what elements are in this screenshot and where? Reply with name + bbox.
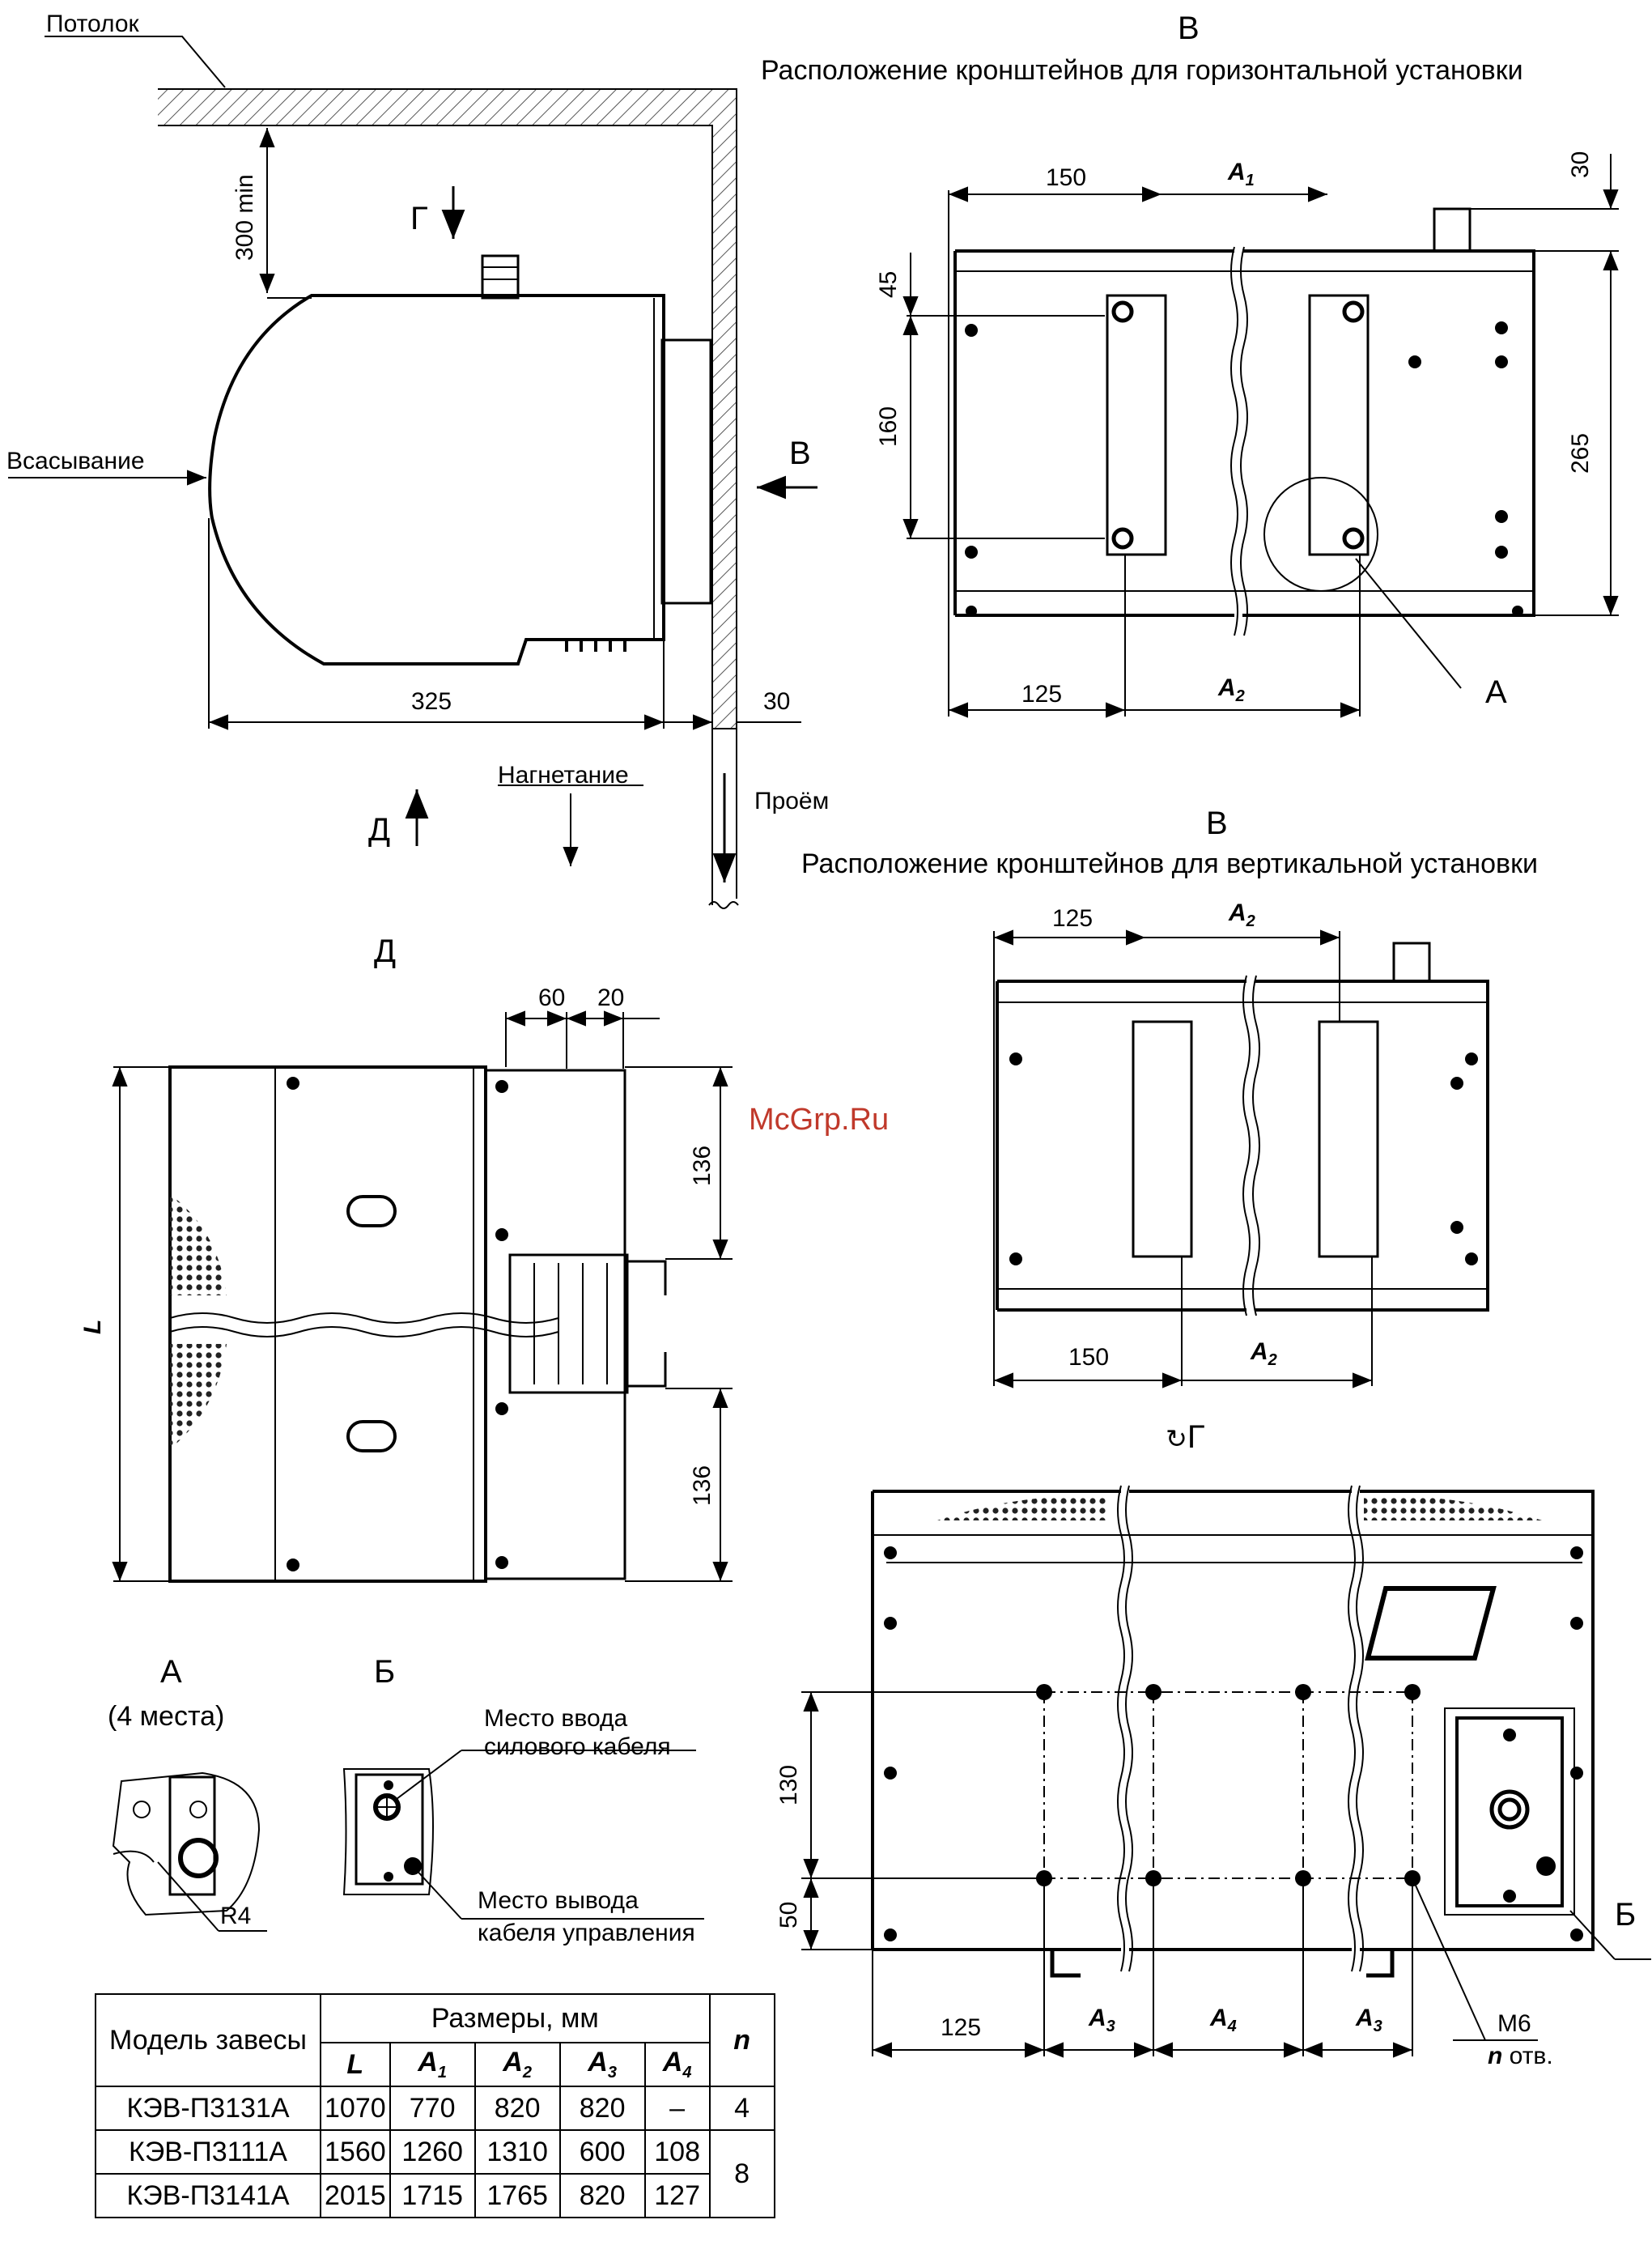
- h-dim-125: 125: [1021, 681, 1063, 708]
- detail-a-radius: R4: [220, 1903, 252, 1929]
- header-a2: A2: [474, 2042, 561, 2087]
- detail-b-drawing: [342, 1750, 704, 1920]
- suction-label: Всасывание: [6, 448, 145, 474]
- g-dim-50: 50: [775, 1901, 802, 1928]
- depth-dimension: 325: [411, 688, 452, 715]
- d-dim-136-bottom: 136: [689, 1465, 716, 1506]
- h-dim-45: 45: [875, 270, 902, 298]
- v-dim-150: 150: [1068, 1344, 1110, 1371]
- vertical-bracket-view: [993, 929, 1489, 1388]
- v-dim-125: 125: [1052, 905, 1094, 932]
- h-dim-a2: A2: [1218, 674, 1245, 705]
- v-dim-a2-bottom: A2: [1251, 1338, 1277, 1369]
- header-a1: A1: [389, 2042, 476, 2087]
- g-dim-125: 125: [941, 2014, 982, 2041]
- view-d-drawing: [112, 1010, 733, 1583]
- detail-a-callout: А: [1485, 674, 1507, 710]
- header-sizes: Размеры, мм: [320, 1993, 711, 2043]
- control-cable-exit-2: кабеля управления: [478, 1920, 695, 1946]
- detail-a-drawing: [112, 1771, 267, 1932]
- g-dim-a3-right: A3: [1356, 2005, 1382, 2035]
- h-dim-265: 265: [1567, 432, 1594, 474]
- g-bolt-size: М6: [1497, 2010, 1531, 2037]
- header-a4: A4: [643, 2042, 711, 2087]
- opening-label: Проём: [754, 788, 830, 814]
- mounting-holes: [287, 321, 1583, 1941]
- d-dim-136-top: 136: [689, 1145, 716, 1186]
- detail-a-note: (4 места): [108, 1701, 225, 1732]
- power-cable-entry-1: Место ввода: [484, 1705, 628, 1732]
- d-dim-60: 60: [538, 984, 566, 1011]
- h-dim-150: 150: [1046, 164, 1087, 191]
- wall-gap-dimension: 30: [763, 688, 791, 715]
- header-model: Модель завесы: [95, 1993, 321, 2087]
- detail-b-callout: Б: [1615, 1897, 1637, 1933]
- ceiling-label: Потолок: [46, 11, 139, 37]
- view-d-arrow-label: Д: [368, 812, 391, 848]
- v-dim-a2-top: A2: [1229, 899, 1255, 930]
- g-dim-a3-left: A3: [1089, 2005, 1115, 2035]
- view-d-title: Д: [374, 933, 397, 969]
- h-dim-30: 30: [1567, 151, 1594, 178]
- control-cable-exit-1: Место вывода: [478, 1887, 639, 1914]
- d-dim-20: 20: [597, 984, 625, 1011]
- view-v-arrow-label: В: [789, 436, 811, 471]
- view-g-arrow-label: Г: [410, 201, 428, 236]
- clearance-dimension: 300 min: [231, 174, 258, 261]
- side-view: [8, 36, 818, 909]
- detail-b-title: Б: [374, 1654, 396, 1690]
- power-cable-entry-2: силового кабеля: [484, 1733, 671, 1760]
- h-dim-a1: A1: [1228, 159, 1255, 189]
- vertical-view-letter: В: [1206, 806, 1228, 841]
- g-hole-count: n отв.: [1488, 2043, 1553, 2069]
- d-dim-length: L: [79, 1319, 106, 1334]
- spec-table: Модель завесы Размеры, мм n L A1 A2 A3 A…: [95, 1993, 775, 2218]
- horizontal-bracket-view: [902, 154, 1619, 718]
- header-a3: A3: [558, 2042, 646, 2087]
- horizontal-view-title: Расположение кронштейнов для горизонталь…: [761, 55, 1523, 86]
- g-dim-130: 130: [775, 1764, 802, 1805]
- vertical-view-title: Расположение кронштейнов для вертикально…: [801, 848, 1538, 879]
- header-n: n: [708, 1993, 775, 2087]
- g-dim-a4: A4: [1210, 2005, 1237, 2035]
- table-row: КЭВ-П3111А 1560 1260 1310 600 108 8: [95, 2129, 775, 2218]
- view-g-title: ↻Г: [1166, 1419, 1205, 1455]
- table-row: КЭВ-П3131А 1070 770 820 820 – 4: [95, 2086, 775, 2131]
- table-row: КЭВ-П3141А 2015 1715 1765 820 127: [95, 2173, 775, 2218]
- h-dim-160: 160: [875, 406, 902, 447]
- detail-a-title: А: [160, 1654, 182, 1690]
- watermark: McGrp.Ru: [749, 1103, 890, 1137]
- view-g-drawing: [801, 1485, 1651, 2058]
- header-l: L: [320, 2042, 391, 2087]
- horizontal-view-letter: В: [1178, 11, 1200, 46]
- discharge-label: Нагнетание: [498, 762, 629, 789]
